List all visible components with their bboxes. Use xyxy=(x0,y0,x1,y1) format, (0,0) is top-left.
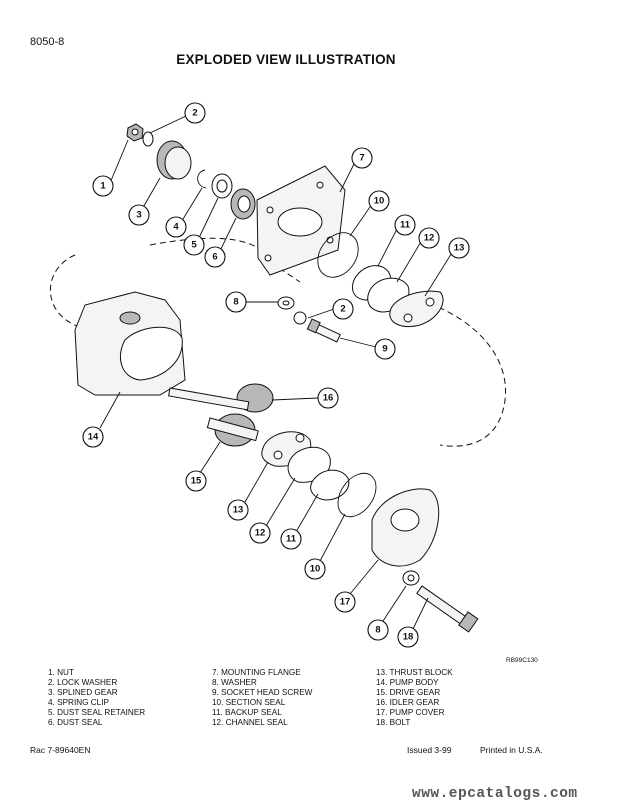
thrust-block-part-top xyxy=(389,290,444,327)
legend-item: 16. IDLER GEAR xyxy=(376,698,440,707)
callout-label: 12 xyxy=(255,528,266,539)
legend-item: 6. DUST SEAL xyxy=(48,718,103,727)
callout-label: 16 xyxy=(323,393,334,404)
callout-label: 14 xyxy=(88,432,99,443)
bolt-part xyxy=(416,585,479,633)
callout-label: 3 xyxy=(136,210,141,221)
callout-13-top: 13 xyxy=(448,237,470,259)
callout-label: 5 xyxy=(191,240,197,251)
nut-part xyxy=(126,123,144,142)
issued-date: Issued 3-99 xyxy=(407,745,452,755)
callout-label: 8 xyxy=(233,297,238,308)
callout-12-top: 12 xyxy=(418,227,440,249)
legend-column-a: 1. NUT 2. LOCK WASHER 3. SPLINED GEAR 4.… xyxy=(48,668,145,728)
legend-item: 2. LOCK WASHER xyxy=(48,678,118,687)
legend-item: 4. SPRING CLIP xyxy=(48,698,109,707)
lock-washer-part xyxy=(142,131,154,147)
callout-label: 11 xyxy=(400,220,411,231)
callout-label: 6 xyxy=(212,252,217,263)
callout-13-bottom: 13 xyxy=(227,499,249,521)
callout-18: 18 xyxy=(397,626,419,648)
callout-11-bottom: 11 xyxy=(280,528,302,550)
legend-item: 8. WASHER xyxy=(212,678,257,687)
lock-washer-part-2 xyxy=(293,311,307,325)
callout-label: 15 xyxy=(191,476,202,487)
backup-seal-part-bottom xyxy=(310,469,350,501)
washer-part-bottom xyxy=(402,570,420,586)
document-id: Rac 7-89640EN xyxy=(30,745,91,755)
dust-seal-retainer-part xyxy=(211,173,233,199)
callout-label: 1 xyxy=(100,181,106,192)
callout-label: 10 xyxy=(374,196,385,207)
callout-5: 5 xyxy=(183,234,205,256)
legend-column-c: 13. THRUST BLOCK 14. PUMP BODY 15. DRIVE… xyxy=(376,668,453,728)
callout-4: 4 xyxy=(165,216,187,238)
pump-body-part xyxy=(74,291,186,396)
watermark: www.epcatalogs.com xyxy=(412,786,578,802)
legend-item: 1. NUT xyxy=(48,668,74,677)
legend-item: 11. BACKUP SEAL xyxy=(212,708,282,717)
washer-part-top xyxy=(277,296,295,310)
socket-head-screw-part xyxy=(306,318,341,343)
callout-9: 9 xyxy=(374,338,396,360)
legend-item: 15. DRIVE GEAR xyxy=(376,688,441,697)
callout-label: 4 xyxy=(173,222,179,233)
callout-14: 14 xyxy=(82,426,104,448)
callout-15: 15 xyxy=(185,470,207,492)
callout-1: 1 xyxy=(92,175,114,197)
dust-seal-part xyxy=(230,188,256,220)
legend-item: 9. SOCKET HEAD SCREW xyxy=(212,688,313,697)
callout-label: 18 xyxy=(403,632,414,643)
callout-label: 2 xyxy=(340,304,345,315)
callout-12-bottom: 12 xyxy=(249,522,271,544)
callout-7: 7 xyxy=(351,147,373,169)
figure-code: RB99C130 xyxy=(506,657,538,664)
legend-item: 10. SECTION SEAL xyxy=(212,698,286,707)
pump-cover-part xyxy=(371,488,440,567)
drive-gear-part xyxy=(206,413,259,447)
mounting-flange-part xyxy=(256,165,346,276)
leader-lines xyxy=(99,115,454,630)
callout-8-bottom: 8 xyxy=(367,619,389,641)
legend-item: 18. BOLT xyxy=(376,718,411,727)
callout-label: 7 xyxy=(359,153,364,164)
callout-label: 12 xyxy=(424,233,435,244)
callout-label: 13 xyxy=(454,243,465,254)
callout-10-bottom: 10 xyxy=(304,558,326,580)
legend-item: 17. PUMP COVER xyxy=(376,708,445,717)
legend-column-b: 7. MOUNTING FLANGE 8. WASHER 9. SOCKET H… xyxy=(212,668,312,728)
page-number: 8050-8 xyxy=(30,36,65,48)
callout-label: 8 xyxy=(375,625,380,636)
legend-item: 5. DUST SEAL RETAINER xyxy=(48,708,146,717)
callout-2-mid: 2 xyxy=(332,298,354,320)
callout-10-top: 10 xyxy=(368,190,390,212)
legend-item: 3. SPLINED GEAR xyxy=(48,688,118,697)
callout-3: 3 xyxy=(128,204,150,226)
callout-label: 17 xyxy=(340,597,351,608)
legend-item: 12. CHANNEL SEAL xyxy=(212,718,288,727)
legend-item: 13. THRUST BLOCK xyxy=(376,668,453,677)
callout-2: 2 xyxy=(184,102,206,124)
callout-label: 2 xyxy=(192,108,197,119)
callout-label: 9 xyxy=(382,344,387,355)
idler-gear-part xyxy=(168,383,274,413)
section-seal-part-bottom xyxy=(337,472,377,518)
printed-in: Printed in U.S.A. xyxy=(480,745,543,755)
legend-item: 7. MOUNTING FLANGE xyxy=(212,668,301,677)
callout-16: 16 xyxy=(317,387,339,409)
section-seal-part-top xyxy=(317,232,359,278)
callout-8-top: 8 xyxy=(225,291,247,313)
spring-clip-part xyxy=(197,169,207,189)
legend-item: 14. PUMP BODY xyxy=(376,678,439,687)
callout-label: 10 xyxy=(310,564,321,575)
callout-label: 13 xyxy=(233,505,244,516)
callout-label: 11 xyxy=(286,534,297,545)
page-title: EXPLODED VIEW ILLUSTRATION xyxy=(176,52,396,67)
callout-6: 6 xyxy=(204,246,226,268)
callout-11-top: 11 xyxy=(394,214,416,236)
callout-17: 17 xyxy=(334,591,356,613)
splined-gear-part xyxy=(156,140,192,180)
